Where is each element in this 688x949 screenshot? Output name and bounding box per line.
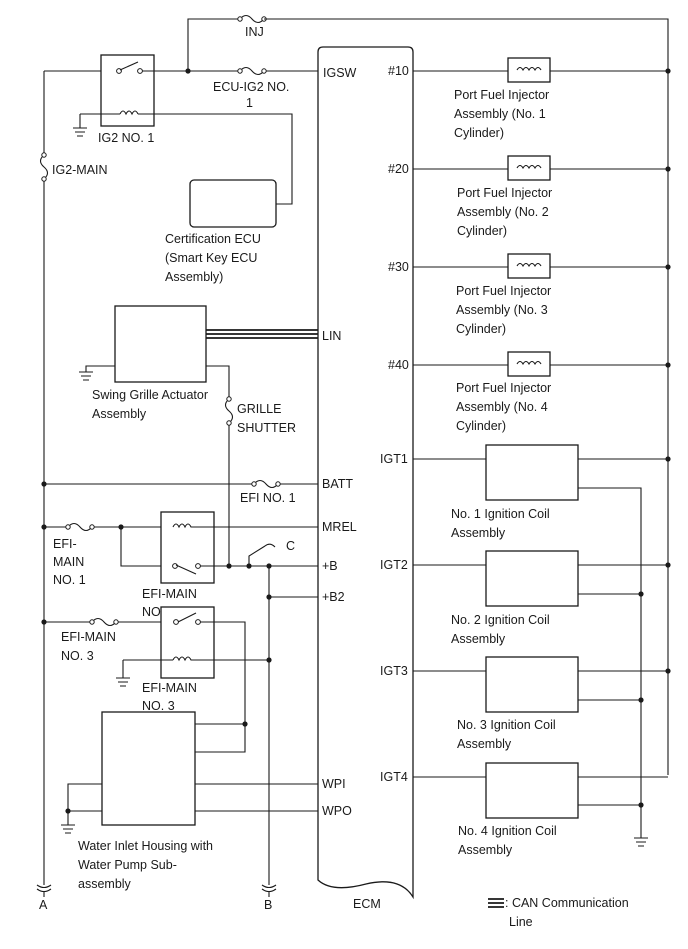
fuse-efi-main-no3-label-1: EFI-MAIN — [61, 630, 116, 644]
legend-can-label-2: Line — [509, 915, 533, 929]
ecm-label: ECM — [353, 897, 381, 911]
ig2-circuit: IG2 NO. 1 ECU-IG2 NO. 1 — [43, 54, 318, 205]
fuse-ecu-ig2-label: ECU-IG2 NO. — [213, 80, 289, 94]
ecm-unit: ECM — [317, 46, 414, 911]
grille-actuator-label-1: Swing Grille Actuator — [92, 388, 208, 402]
fuse-efi-main-no1-label-1: EFI- — [53, 537, 77, 551]
connector-c-label: C — [286, 539, 295, 553]
injector-2: Port Fuel Injector Assembly (No. 2 Cylin… — [413, 155, 671, 238]
pin-igt3: IGT3 — [380, 664, 408, 678]
pin-b2: +B2 — [322, 590, 345, 604]
pin-10: #10 — [388, 64, 409, 78]
connector-a-label: A — [39, 898, 48, 912]
inj-circuit: INJ — [187, 14, 669, 775]
water-inlet-label-2: Water Pump Sub- — [78, 858, 177, 872]
injector-3-label-3: Cylinder) — [456, 322, 506, 336]
pin-30: #30 — [388, 260, 409, 274]
relay-ig2-label: IG2 NO. 1 — [98, 131, 154, 145]
cert-ecu-label-2: (Smart Key ECU — [165, 251, 257, 265]
water-inlet-label-3: assembly — [78, 877, 132, 891]
coil-3-label-1: No. 3 Ignition Coil — [457, 718, 556, 732]
ignition-coil-1: No. 1 Ignition Coil Assembly — [413, 444, 671, 838]
efi-main-no1-circuit: C EFI- MAIN NO. 1 EFI-MAIN NO. 1 — [41, 511, 318, 885]
fuse-inj-label: INJ — [245, 25, 264, 39]
injector-1-label-1: Port Fuel Injector — [454, 88, 549, 102]
fuse-efi-main-no3-label-2: NO. 3 — [61, 649, 94, 663]
ig2-main-fuse: IG2-MAIN — [39, 152, 108, 885]
injector-2-label-1: Port Fuel Injector — [457, 186, 552, 200]
coil-3-label-2: Assembly — [457, 737, 512, 751]
grille-actuator: GRILLE SHUTTER Swing Grille Actuator Ass… — [79, 305, 318, 566]
coil-2-label-2: Assembly — [451, 632, 506, 646]
ecm-left-pins: IGSW LIN BATT MREL +B +B2 WPI WPO — [322, 66, 357, 818]
ignition-coil-2: No. 2 Ignition Coil Assembly — [413, 550, 671, 646]
injector-4-label-3: Cylinder) — [456, 419, 506, 433]
connector-b: B — [261, 884, 277, 912]
fuse-efi-main-no1-label-3: NO. 1 — [53, 573, 86, 587]
injector-4-label-1: Port Fuel Injector — [456, 381, 551, 395]
water-inlet-label-1: Water Inlet Housing with — [78, 839, 213, 853]
coil-1-label-1: No. 1 Ignition Coil — [451, 507, 550, 521]
cert-ecu: Certification ECU (Smart Key ECU Assembl… — [165, 179, 277, 284]
relay-ig2-no1 — [100, 54, 155, 127]
pin-igsw: IGSW — [323, 66, 357, 80]
injector-2-label-3: Cylinder) — [457, 224, 507, 238]
pin-igt1: IGT1 — [380, 452, 408, 466]
relay-efi-main-no1-label-1: EFI-MAIN — [142, 587, 197, 601]
fuse-grille-label-2: SHUTTER — [237, 421, 296, 435]
injector-3-label-2: Assembly (No. 3 — [456, 303, 548, 317]
coil-2-label-1: No. 2 Ignition Coil — [451, 613, 550, 627]
coil-ground-icon — [634, 837, 648, 847]
fuse-efi-main-no1-label-2: MAIN — [53, 555, 84, 569]
pin-batt: BATT — [322, 477, 353, 491]
efi-main-no3-circuit: EFI-MAIN NO. 3 EFI-MAIN NO. 3 — [41, 606, 272, 753]
pin-wpi: WPI — [322, 777, 346, 791]
pin-b: +B — [322, 559, 338, 573]
fuse-grille-label-1: GRILLE — [237, 402, 281, 416]
injector-1: Port Fuel Injector Assembly (No. 1 Cylin… — [413, 57, 671, 140]
connector-b-label: B — [264, 898, 272, 912]
pin-lin: LIN — [322, 329, 341, 343]
ignition-coil-4: No. 4 Ignition Coil Assembly — [413, 762, 668, 857]
fuse-ig2-main-label: IG2-MAIN — [52, 163, 108, 177]
relay-efi-main-no1 — [160, 511, 215, 584]
fuse-ecu-ig2-label-2: 1 — [246, 96, 253, 110]
fuse-efi-no1-label: EFI NO. 1 — [240, 491, 296, 505]
coil-4-label-2: Assembly — [458, 843, 513, 857]
pin-igt4: IGT4 — [380, 770, 408, 784]
ignition-coil-3: No. 3 Ignition Coil Assembly — [413, 656, 671, 751]
injector-4: Port Fuel Injector Assembly (No. 4 Cylin… — [413, 351, 671, 433]
coil-4-label-1: No. 4 Ignition Coil — [458, 824, 557, 838]
pin-40: #40 — [388, 358, 409, 372]
cert-ecu-label-3: Assembly) — [165, 270, 223, 284]
injector-3-label-1: Port Fuel Injector — [456, 284, 551, 298]
injector-1-label-2: Assembly (No. 1 — [454, 107, 546, 121]
grille-actuator-label-2: Assembly — [92, 407, 147, 421]
relay-efi-main-no3-label-2: NO. 3 — [142, 699, 175, 713]
batt-circuit: EFI NO. 1 — [41, 479, 318, 505]
pin-20: #20 — [388, 162, 409, 176]
legend-can-label-1: : CAN Communication — [505, 896, 629, 910]
coil-1-label-2: Assembly — [451, 526, 506, 540]
pin-igt2: IGT2 — [380, 558, 408, 572]
injector-1-label-3: Cylinder) — [454, 126, 504, 140]
relay-efi-main-no3 — [160, 606, 215, 679]
cert-ecu-label-1: Certification ECU — [165, 232, 261, 246]
pin-mrel: MREL — [322, 520, 357, 534]
ecm-right-pins: #10 #20 #30 #40 IGT1 IGT2 IGT3 IGT4 — [380, 64, 409, 784]
relay-efi-main-no3-label-1: EFI-MAIN — [142, 681, 197, 695]
pin-wpo: WPO — [322, 804, 352, 818]
injector-2-label-2: Assembly (No. 2 — [457, 205, 549, 219]
injector-3: Port Fuel Injector Assembly (No. 3 Cylin… — [413, 253, 671, 336]
water-inlet-housing: Water Inlet Housing with Water Pump Sub-… — [61, 711, 318, 891]
injector-4-label-2: Assembly (No. 4 — [456, 400, 548, 414]
connector-a: A — [36, 884, 52, 912]
legend-can-line: : CAN Communication Line — [488, 896, 629, 929]
